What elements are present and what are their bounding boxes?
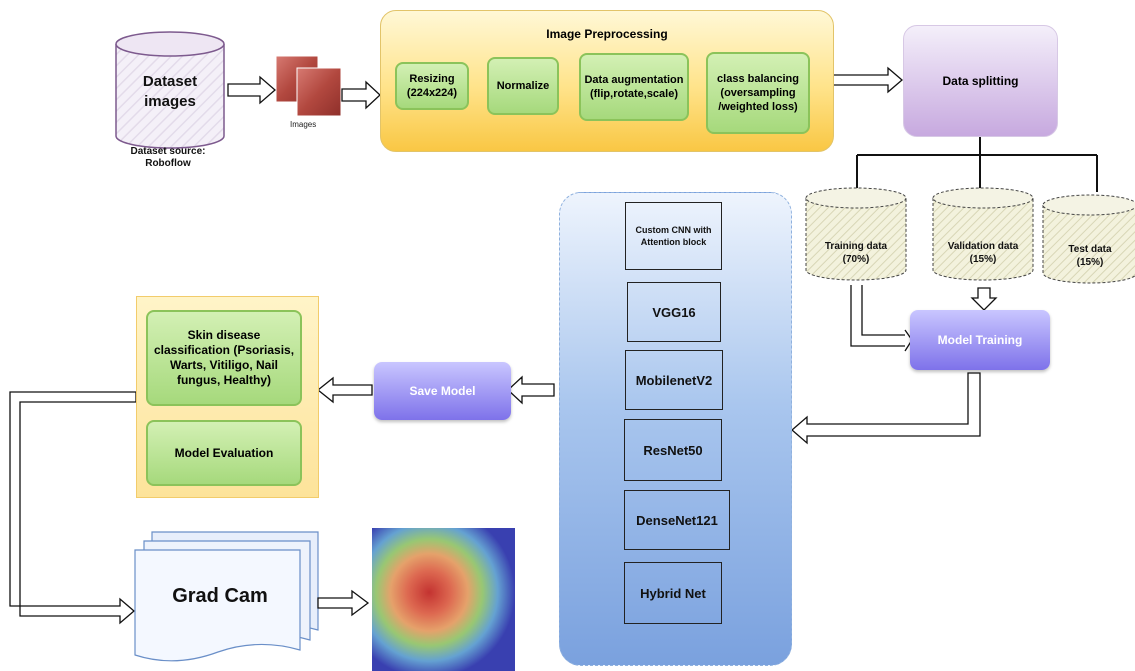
training-data-label: Training data — [824, 241, 888, 252]
models-panel — [559, 192, 792, 666]
gradcam-document-stack — [134, 531, 319, 662]
sample-images-icon — [275, 55, 342, 117]
split-tree — [856, 135, 1098, 192]
data-splitting-box: Data splitting — [903, 25, 1058, 137]
test-data-cylinder: Test data (15%) — [1045, 243, 1135, 269]
model-mobilenetv2: MobilenetV2 — [625, 350, 723, 410]
model-vgg16: VGG16 — [627, 282, 721, 342]
eval-to-gradcam-connector — [9, 391, 137, 625]
gradcam-to-heatmap-arrow — [317, 589, 370, 617]
model-hybrid-net: Hybrid Net — [624, 562, 722, 624]
model-evaluation-box: Model Evaluation — [146, 420, 302, 486]
split-cylinders — [805, 187, 1135, 284]
model-resnet50: ResNet50 — [624, 419, 722, 481]
save-to-eval-arrow — [316, 376, 373, 404]
class-balancing-step: class balancing (oversampling /weighted … — [706, 52, 810, 134]
top-row-arrows — [227, 66, 903, 110]
classification-box: Skin disease classification (Psoriasis, … — [146, 310, 302, 406]
training-connector — [850, 285, 913, 352]
dataset-source: Dataset source: Roboflow — [130, 146, 206, 169]
dataset-title: Dataset images — [142, 73, 198, 110]
validation-data-pct: (15%) — [969, 254, 997, 265]
validation-data-label: Validation data — [947, 241, 1019, 252]
training-data-pct: (70%) — [842, 254, 870, 265]
model-training-box: Model Training — [910, 310, 1050, 370]
validation-data-cylinder: Validation data (15%) — [935, 240, 1031, 266]
preprocessing-title: Image Preprocessing — [546, 27, 668, 41]
validation-arrow — [970, 287, 998, 311]
models-to-save-arrow — [507, 375, 555, 405]
training-data-cylinder: Training data (70%) — [808, 240, 904, 266]
images-caption: Images — [290, 120, 317, 129]
test-data-pct: (15%) — [1076, 257, 1104, 268]
save-model-box: Save Model — [374, 362, 511, 420]
normalize-step: Normalize — [487, 57, 559, 115]
model-custom-cnn: Custom CNN with Attention block — [625, 202, 722, 270]
dataset-cylinder — [115, 31, 225, 149]
test-data-label: Test data — [1068, 244, 1112, 255]
gradcam-heatmap-image — [372, 528, 515, 671]
model-densenet121: DenseNet121 — [624, 490, 730, 550]
grad-cam-label: Grad Cam — [172, 585, 268, 607]
training-to-models-connector — [791, 372, 981, 445]
resizing-step: Resizing (224x224) — [395, 62, 469, 110]
augmentation-step: Data augmentation (flip,rotate,scale) — [579, 53, 689, 121]
